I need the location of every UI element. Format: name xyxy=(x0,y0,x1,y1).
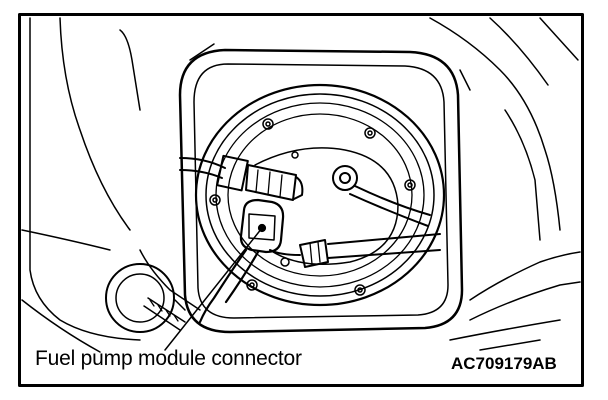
fuel-pump-module-connector xyxy=(198,198,285,324)
wiring-harness xyxy=(179,154,304,201)
flange-bolts xyxy=(209,118,416,296)
body-panel-contours xyxy=(21,17,581,353)
fuel-line-lower xyxy=(269,233,441,268)
floor-grommet xyxy=(105,263,186,333)
figure-border xyxy=(18,13,584,387)
pump-flange-rings xyxy=(194,83,446,307)
callout-leader-line xyxy=(164,227,263,351)
figure-caption: Fuel pump module connector xyxy=(35,347,302,370)
fuel-hose-right xyxy=(332,165,431,227)
figure-code: AC709179AB xyxy=(451,354,557,373)
service-hole-panel xyxy=(174,43,471,334)
